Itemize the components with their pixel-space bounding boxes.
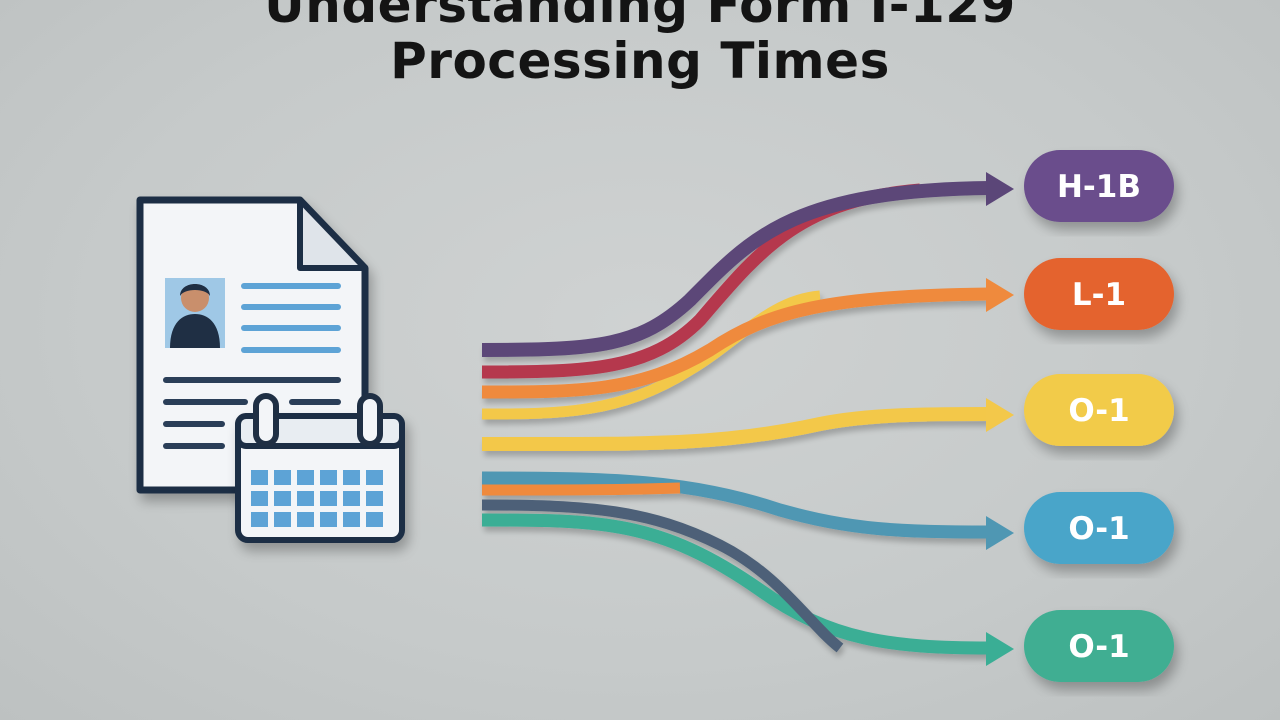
- calendar-day-cell: [274, 491, 291, 506]
- person-avatar-icon: [165, 278, 225, 348]
- arrow-head-o1-yellow: [986, 398, 1014, 432]
- category-label: L-1: [1072, 277, 1126, 313]
- category-pill-o1-teal: O-1: [1024, 610, 1174, 682]
- arrow-head-o1-blue: [986, 516, 1014, 550]
- calendar-day-cell: [297, 491, 314, 506]
- category-label: O-1: [1068, 511, 1129, 547]
- calendar-day-cell: [366, 512, 383, 527]
- calendar-day-cell: [297, 512, 314, 527]
- calendar-day-cell: [343, 470, 360, 485]
- ribbon-teal: [481, 513, 991, 655]
- ribbon-orange-lower: [481, 482, 681, 496]
- ribbon-group: [481, 181, 991, 655]
- ribbon-yellow: [481, 407, 991, 452]
- category-label: O-1: [1068, 629, 1129, 665]
- calendar-day-cell: [251, 491, 268, 506]
- document-text-lines: [163, 283, 341, 449]
- title-line-1: Understanding Form I-129: [264, 0, 1016, 34]
- calendar-day-cell: [320, 470, 337, 485]
- arrow-head-l1: [986, 278, 1014, 312]
- calendar-day-cell: [274, 512, 291, 527]
- calendar-day-cell: [366, 470, 383, 485]
- calendar-day-cell: [320, 512, 337, 527]
- category-pill-l1: L-1: [1024, 258, 1174, 330]
- category-label: H-1B: [1057, 169, 1141, 205]
- calendar-day-cell: [320, 491, 337, 506]
- calendar-day-cell: [366, 491, 383, 506]
- ribbon-yellow-inner: [481, 290, 821, 420]
- calendar-day-cell: [343, 512, 360, 527]
- ribbon-blue: [481, 471, 991, 539]
- category-pills: H-1B L-1 O-1 O-1 O-1: [1024, 150, 1174, 682]
- title-line-2: Processing Times: [390, 32, 890, 90]
- calendar-day-cell: [274, 470, 291, 485]
- arrow-head-h1b: [986, 172, 1014, 206]
- ribbon-purple: [481, 181, 991, 357]
- calendar-day-cell: [343, 491, 360, 506]
- calendar-day-grid: [251, 470, 383, 527]
- category-pill-o1-yellow: O-1: [1024, 374, 1174, 446]
- category-pill-o1-blue: O-1: [1024, 492, 1174, 564]
- category-pill-h1b: H-1B: [1024, 150, 1174, 222]
- arrow-head-o1-teal: [986, 632, 1014, 666]
- category-label: O-1: [1068, 393, 1129, 429]
- arrow-heads: [986, 172, 1014, 666]
- ribbon-orange: [481, 287, 991, 399]
- calendar-rings: [253, 393, 383, 447]
- calendar-day-cell: [297, 470, 314, 485]
- calendar-day-cell: [251, 470, 268, 485]
- calendar-day-cell: [251, 512, 268, 527]
- ribbon-dark-lower: [481, 499, 844, 653]
